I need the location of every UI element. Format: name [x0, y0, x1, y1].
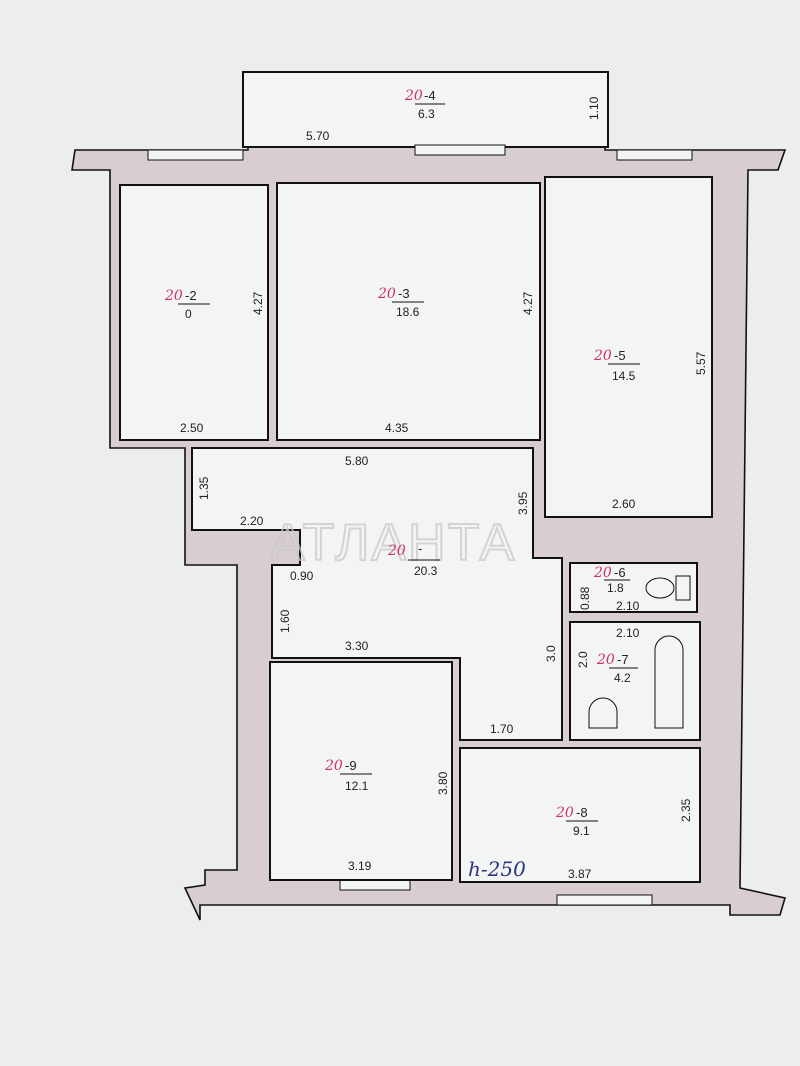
- dimension-label: 2.10: [616, 599, 640, 613]
- room-number: 20: [387, 543, 406, 559]
- room-7: [569, 621, 701, 741]
- room-area: 6.3: [418, 107, 435, 121]
- dimension-label: 1.10: [587, 96, 601, 120]
- dimension-label: 1.35: [197, 476, 211, 500]
- room-number: 20: [555, 805, 574, 821]
- dimension-label: 2.0: [576, 651, 590, 668]
- room-area: 1.8: [607, 581, 624, 595]
- room-area: 9.1: [573, 824, 590, 838]
- window: [616, 149, 693, 161]
- room-3: [276, 182, 541, 441]
- handwritten-note: h-250: [468, 857, 526, 881]
- dimension-label: 2.10: [616, 626, 640, 640]
- dimension-label: 3.0: [544, 645, 558, 662]
- room-label-corridor: 20- 20.3: [387, 541, 440, 578]
- room-label-9: 20-9 12.1: [324, 758, 372, 793]
- room-number: 20: [164, 288, 183, 304]
- room-number: 20: [593, 565, 612, 581]
- dimension-label: 1.70: [490, 722, 514, 736]
- dimension-label: 0.90: [290, 569, 314, 583]
- room-area: 20.3: [414, 564, 438, 578]
- dimension-label: 3.19: [348, 859, 372, 873]
- room-number: -8: [576, 805, 588, 820]
- room-number: -: [418, 541, 422, 556]
- room-number: 20: [404, 88, 423, 104]
- room-number: 20: [593, 348, 612, 364]
- room-number: 20: [324, 758, 343, 774]
- window: [414, 144, 506, 156]
- room-number: -3: [398, 286, 410, 301]
- dimension-label: 4.35: [385, 421, 409, 435]
- room-label-6: 20-61.8: [593, 565, 630, 595]
- toilet-icon: [645, 575, 691, 601]
- room-label-2: 20-2 0: [164, 288, 210, 321]
- dimension-label: 4.27: [521, 291, 535, 315]
- dimension-label: 2.60: [612, 497, 636, 511]
- dimension-label: 3.87: [568, 867, 592, 881]
- room-2: [119, 184, 269, 441]
- room-number: -2: [185, 288, 197, 303]
- room-5: [544, 176, 713, 518]
- window: [556, 894, 653, 906]
- room-8: [459, 747, 701, 883]
- room-label-5: 20-5 14.5: [593, 348, 640, 383]
- room-number: -9: [345, 758, 357, 773]
- dimension-labels: 5.70 1.10 4.27 2.50 4.27 4.35 5.57 2.60 …: [180, 96, 708, 881]
- dimension-label: 5.57: [694, 351, 708, 375]
- dimension-label: 3.80: [436, 771, 450, 795]
- dimension-label: 5.80: [345, 454, 369, 468]
- dimension-label: 2.35: [679, 798, 693, 822]
- room-area: 4.2: [614, 671, 631, 685]
- dimension-label: 5.70: [306, 129, 330, 143]
- room-number: -6: [614, 565, 626, 580]
- dimension-label: 3.95: [516, 491, 530, 515]
- dimension-label: 0.88: [578, 586, 592, 610]
- watermark-logo: АТЛАНТА: [270, 514, 516, 572]
- room-number: -4: [424, 88, 436, 103]
- room-area: 0: [185, 307, 192, 321]
- room-label-8: 20-8 9.1: [555, 805, 598, 838]
- bathtub-icon: [588, 635, 684, 729]
- dimension-label: 3.30: [345, 639, 369, 653]
- window: [147, 149, 244, 161]
- dimension-label: 2.20: [240, 514, 264, 528]
- dimension-label: 2.50: [180, 421, 204, 435]
- room-label-3: 20-3 18.6: [377, 286, 424, 319]
- room-label-7: 20-7 4.2: [596, 652, 638, 685]
- room-area: 14.5: [612, 369, 636, 383]
- dimension-label: 1.60: [278, 609, 292, 633]
- room-9: [269, 661, 453, 881]
- room-area: 18.6: [396, 305, 420, 319]
- window: [339, 879, 411, 891]
- room-label-4: 20-4 6.3: [404, 88, 445, 121]
- room-number: 20: [596, 652, 615, 668]
- corridor: [191, 447, 563, 741]
- room-area: 12.1: [345, 779, 369, 793]
- room-number: -7: [617, 652, 629, 667]
- dimension-label: 4.27: [251, 291, 265, 315]
- room-number: -5: [614, 348, 626, 363]
- balcony: [242, 71, 609, 148]
- room-number: 20: [377, 286, 396, 302]
